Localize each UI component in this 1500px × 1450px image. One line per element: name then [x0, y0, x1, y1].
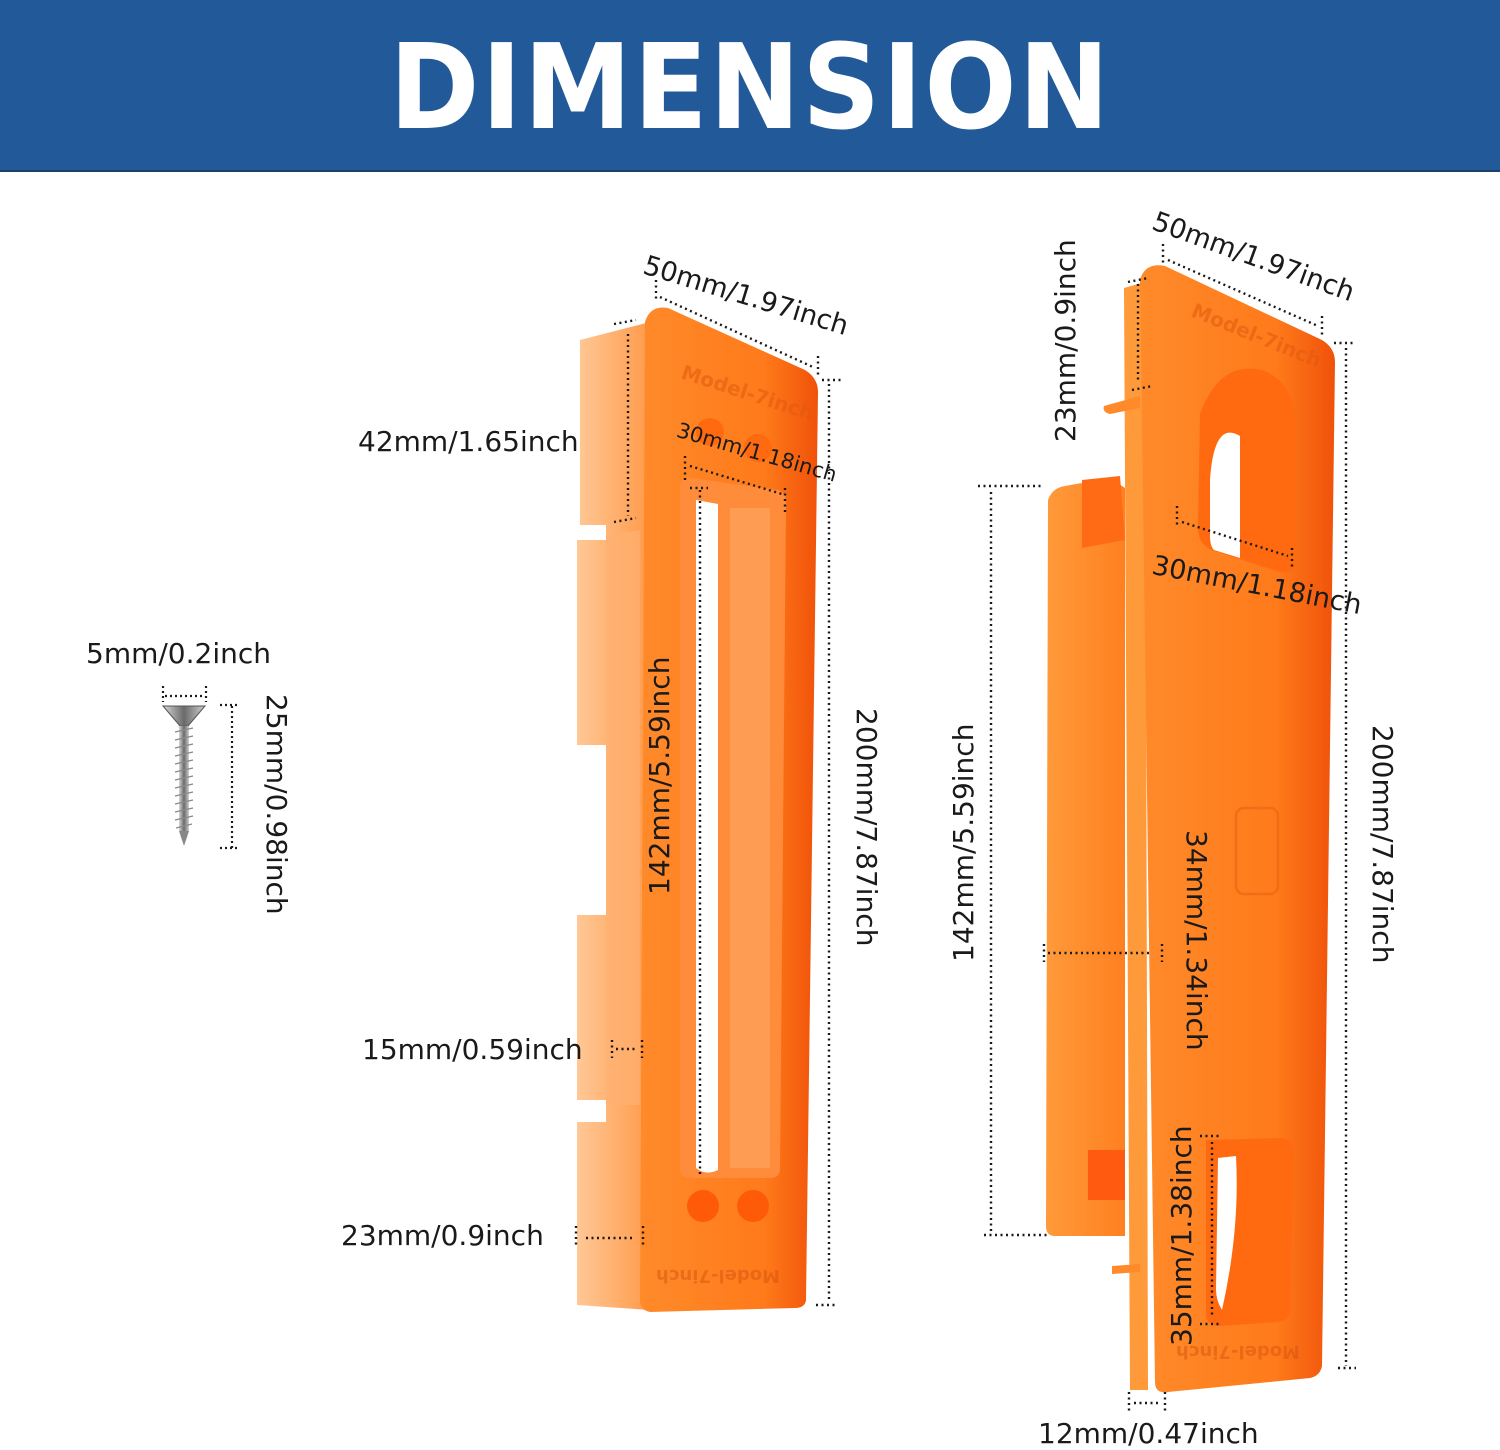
- side-total-length-label: 200mm/7.87inch: [1366, 725, 1399, 964]
- side-jig-body: [1046, 265, 1335, 1393]
- header-banner: DIMENSION: [0, 0, 1500, 172]
- side-thickness-label: 12mm/0.47inch: [1038, 1417, 1259, 1450]
- front-flange-height-label: 42mm/1.65inch: [358, 425, 579, 458]
- side-jig-embossed-bottom: Model-7inch: [1176, 1341, 1300, 1362]
- front-total-length-label: 200mm/7.87inch: [850, 708, 883, 947]
- side-block-depth-label: 34mm/1.34inch: [1180, 830, 1213, 1051]
- side-block-length-label: 142mm/5.59inch: [947, 723, 980, 962]
- side-bottom-hole-label: 35mm/1.38inch: [1165, 1125, 1198, 1346]
- screw-illustration: [161, 705, 207, 846]
- screw-head-width-label: 5mm/0.2inch: [86, 637, 271, 670]
- front-jig-dimension-lines: [574, 280, 842, 1307]
- front-tab-offset-label: 15mm/0.59inch: [362, 1033, 583, 1066]
- side-jig-dimension-lines: [978, 244, 1356, 1412]
- screw-dimension-lines: [161, 686, 240, 850]
- side-top-tab-label: 23mm/0.9inch: [1049, 239, 1082, 442]
- front-jig-body: [577, 307, 818, 1312]
- banner-title: DIMENSION: [389, 18, 1111, 156]
- front-bottom-margin-label: 23mm/0.9inch: [341, 1219, 544, 1252]
- screw-length-label: 25mm/0.98inch: [260, 694, 293, 915]
- front-slot-length-label: 142mm/5.59inch: [643, 656, 676, 895]
- front-jig-embossed-bottom: Model-7inch: [656, 1265, 780, 1286]
